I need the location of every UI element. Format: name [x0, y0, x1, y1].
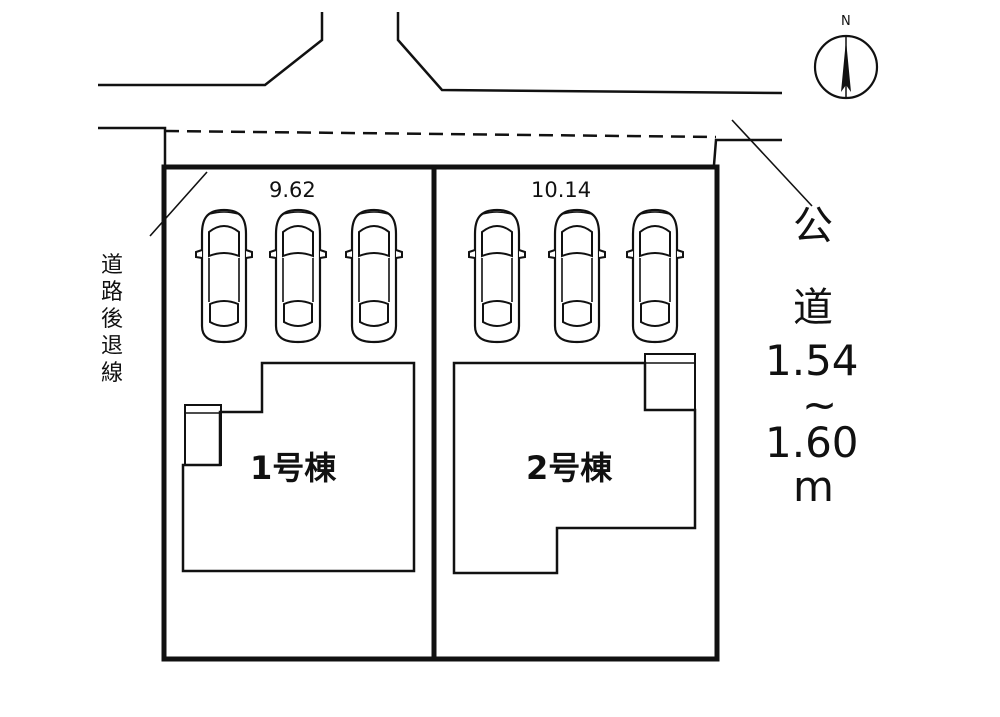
setback-label-char: 道	[101, 253, 124, 278]
road-width-range-mark: ~	[802, 380, 838, 429]
road-width-to: 1.60	[765, 418, 859, 467]
setback-label-char: 後	[101, 307, 124, 332]
setback-label-char: 路	[101, 280, 124, 305]
setback-label-char: 退	[101, 334, 124, 359]
setback-label-char: 線	[101, 361, 124, 386]
lot-2-frontage-label: 10.14	[531, 178, 592, 202]
building-2-entrance	[644, 353, 696, 411]
parking-lot-1	[194, 208, 404, 344]
parking-lot-2	[467, 208, 685, 344]
building-1-entrance	[184, 404, 222, 466]
road-label-char: 道	[793, 285, 833, 331]
building-1-footprint	[181, 361, 416, 573]
road-width-unit: m	[793, 462, 834, 511]
road-label-char: 公	[793, 203, 833, 249]
lot-1-frontage-label: 9.62	[269, 178, 316, 202]
setback-leader-line	[149, 171, 208, 237]
north-arrow-icon	[813, 34, 879, 100]
road-setback-line	[164, 129, 717, 139]
road-leader-line	[731, 119, 813, 207]
building-2-label: 2号棟	[526, 449, 613, 487]
compass-north-label: N	[841, 14, 851, 29]
site-boundary	[161, 164, 720, 662]
building-1-label: 1号棟	[250, 449, 337, 487]
road-width-from: 1.54	[765, 336, 859, 385]
road-outline	[98, 12, 783, 166]
